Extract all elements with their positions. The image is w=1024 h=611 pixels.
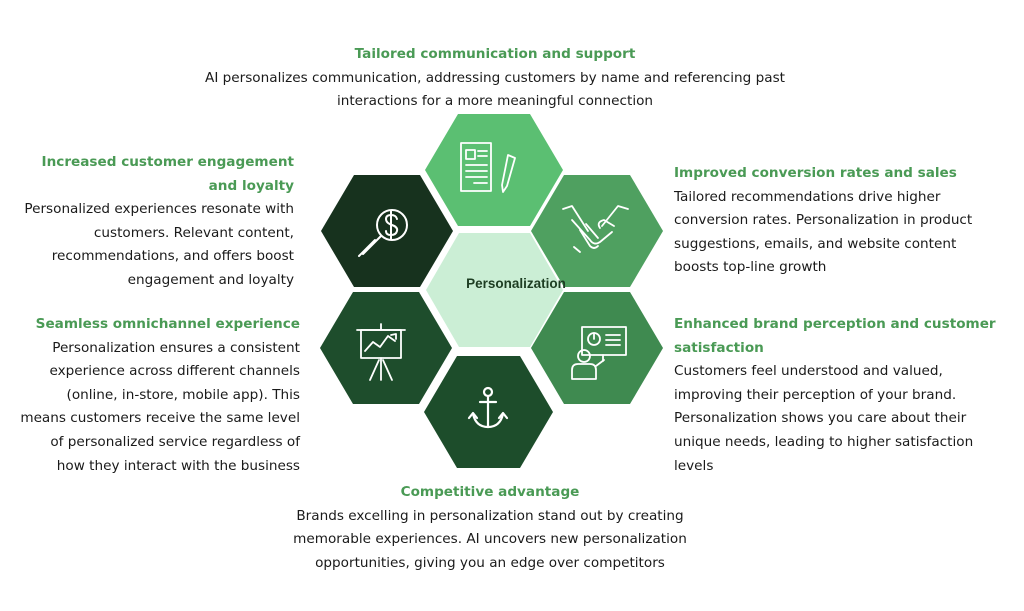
section-upper-right-title: Improved conversion rates and sales	[674, 165, 957, 181]
section-lower-right: Enhanced brand perception and customer s…	[674, 313, 1019, 478]
section-lower-left-line: experience across different channels	[49, 363, 301, 380]
handshake-icon	[562, 205, 629, 253]
section-lower-right-line: improving their perception of your brand…	[674, 386, 957, 403]
document-pen-icon	[460, 142, 516, 193]
hex-lower-right	[531, 292, 663, 404]
section-lower-right-title: Enhanced brand perception and customer	[674, 316, 996, 332]
hex-lower-left	[320, 292, 452, 404]
hex-upper-right	[531, 175, 663, 287]
section-upper-right-line: Tailored recommendations drive higher	[674, 188, 941, 205]
section-upper-left-title: and loyalty	[208, 177, 294, 194]
section-upper-left-title: Increased customer engagement	[41, 154, 294, 170]
section-lower-left: Seamless omnichannel experience Personal…	[10, 313, 300, 478]
easel-chart-icon	[356, 323, 406, 381]
section-top: Tailored communication and support AI pe…	[180, 43, 810, 114]
section-lower-right-line: Personalization shows you care about the…	[674, 410, 967, 427]
section-upper-right: Improved conversion rates and sales Tail…	[674, 162, 1019, 280]
section-bottom-line: memorable experiences. AI uncovers new p…	[293, 531, 687, 548]
hex-top	[425, 114, 563, 226]
section-bottom-line: Brands excelling in personalization stan…	[296, 507, 684, 524]
section-lower-left-line: (online, in-store, mobile app). This	[66, 386, 300, 403]
center-label: Personalization	[466, 276, 566, 291]
section-bottom: Competitive advantage Brands excelling i…	[240, 481, 740, 575]
anchor-icon	[467, 386, 509, 429]
section-lower-left-line: Personalization ensures a consistent	[52, 339, 300, 356]
section-upper-right-line: conversion rates. Personalization in pro…	[674, 212, 973, 229]
section-upper-right-line: suggestions, emails, and website content	[674, 235, 957, 252]
section-upper-right-line: boosts top-line growth	[674, 259, 827, 276]
section-top-title: Tailored communication and support	[354, 46, 636, 62]
section-lower-left-line: of personalized service regardless of	[50, 433, 300, 450]
section-lower-left-title: Seamless omnichannel experience	[35, 316, 300, 332]
hex-center	[426, 233, 563, 347]
section-bottom-title: Competitive advantage	[400, 484, 580, 500]
section-bottom-line: opportunities, giving you an edge over c…	[315, 554, 665, 571]
section-lower-right-title: satisfaction	[674, 339, 764, 356]
section-lower-right-line: levels	[674, 457, 714, 474]
section-lower-right-line: Customers feel understood and valued,	[674, 363, 943, 380]
presenter-icon	[571, 326, 627, 380]
section-lower-left-line: means customers receive the same level	[20, 410, 300, 427]
section-upper-left-line: engagement and loyalty	[127, 271, 294, 288]
section-top-line: AI personalizes communication, addressin…	[205, 69, 785, 86]
magnifier-dollar-icon	[358, 209, 408, 257]
section-upper-left-line: recommendations, and offers boost	[51, 248, 294, 265]
section-lower-left-line: how they interact with the business	[56, 457, 300, 474]
section-top-line: interactions for a more meaningful conne…	[336, 93, 654, 110]
section-upper-left-line: customers. Relevant content,	[93, 224, 294, 241]
section-upper-left: Increased customer engagement and loyalt…	[10, 151, 294, 293]
section-upper-left-line: Personalized experiences resonate with	[24, 201, 294, 218]
section-lower-right-line: unique needs, leading to higher satisfac…	[674, 433, 974, 450]
